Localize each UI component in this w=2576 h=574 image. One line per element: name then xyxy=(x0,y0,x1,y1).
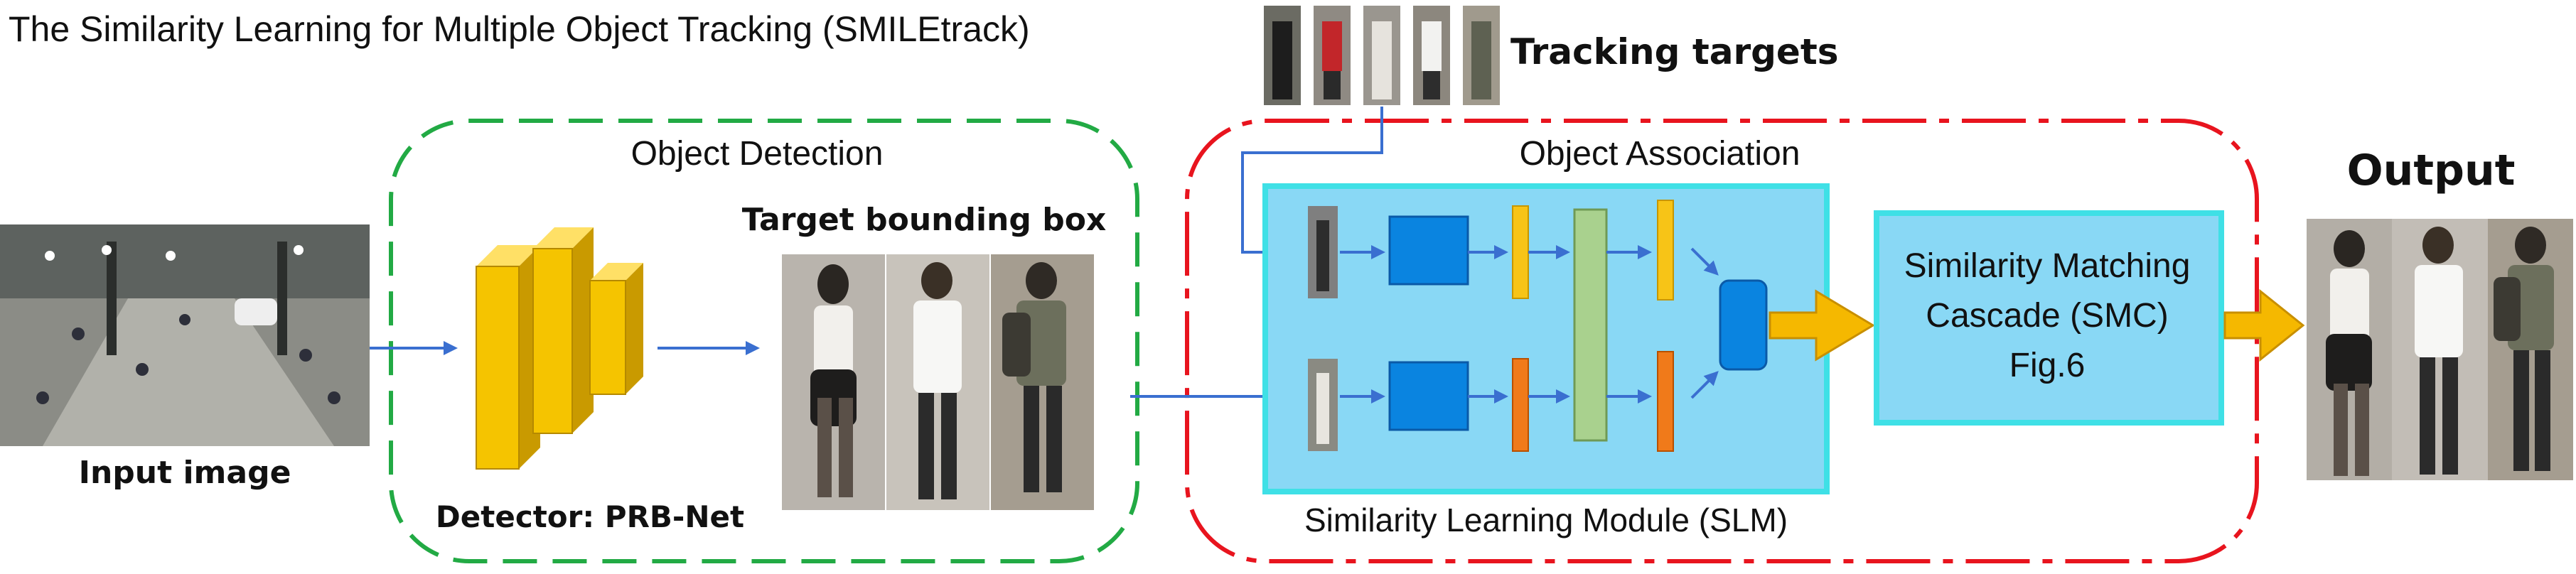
tracking-targets-label: Tracking targets xyxy=(1510,31,1839,72)
smc-box xyxy=(1874,210,2224,426)
object-association-box xyxy=(1185,119,2259,563)
slm-bottom-orange-block xyxy=(1512,358,1529,452)
target-bbox-crops xyxy=(782,254,1094,510)
smc-label-line2: Cascade (SMC) xyxy=(1926,297,2168,335)
diagram-title: The Similarity Learning for Multiple Obj… xyxy=(9,9,1030,49)
slm-output-block xyxy=(1719,279,1768,371)
object-detection-box xyxy=(389,119,1139,563)
slm-bottom-right-orange-block xyxy=(1657,351,1674,452)
slm-top-yellow-block xyxy=(1512,205,1529,299)
input-image xyxy=(0,224,370,446)
arrow-slm-to-smc xyxy=(1769,289,1875,362)
smc-label-line1: Similarity Matching xyxy=(1904,247,2191,285)
target-bbox-label: Target bounding box xyxy=(742,202,1107,238)
arrow-smc-to-output xyxy=(2223,288,2305,362)
slm-green-block xyxy=(1573,208,1608,442)
input-image-label: Input image xyxy=(79,455,291,491)
slm-label: Similarity Learning Module (SLM) xyxy=(1304,502,1788,538)
output-image xyxy=(2307,219,2573,480)
slm-bottom-blue-block xyxy=(1388,361,1469,431)
object-association-label: Object Association xyxy=(1520,135,1800,173)
detector-blocks-icon xyxy=(476,227,643,470)
arrow-targets-to-slm xyxy=(1241,107,1383,259)
detector-label: Detector: PRB-Net xyxy=(436,499,744,534)
output-label: Output xyxy=(2347,146,2516,195)
object-detection-label: Object Detection xyxy=(631,135,884,173)
slm-top-blue-block xyxy=(1388,215,1469,286)
slm-top-right-yellow-block xyxy=(1657,200,1674,300)
tracking-targets-thumbnails xyxy=(1264,6,1500,105)
smc-label-line3: Fig.6 xyxy=(2009,347,2086,384)
